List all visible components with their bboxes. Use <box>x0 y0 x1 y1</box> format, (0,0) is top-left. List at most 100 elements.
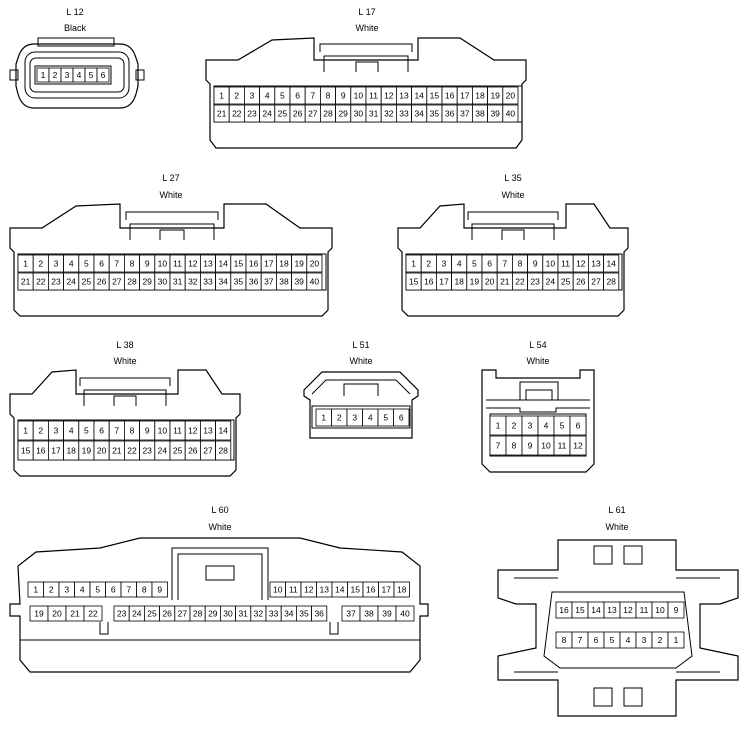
connector-latch <box>129 223 215 240</box>
pin-number: 26 <box>162 609 172 619</box>
pin-number: 27 <box>308 109 318 119</box>
pin-number: 11 <box>640 605 649 615</box>
pin-number: 1 <box>219 91 224 101</box>
pin-number: 35 <box>430 109 440 119</box>
pin-number: 28 <box>606 277 616 287</box>
pin-number: 18 <box>454 277 464 287</box>
pin-cell <box>215 440 232 461</box>
pin-number: 12 <box>576 259 586 269</box>
pin-cell <box>667 631 685 649</box>
pin-number: 20 <box>52 609 62 619</box>
pin-number: 37 <box>460 109 470 119</box>
pin-number: 29 <box>338 109 348 119</box>
pin-cell <box>311 605 328 622</box>
pin-number: 5 <box>383 413 388 423</box>
pin-number: 16 <box>366 585 376 595</box>
connector-lock <box>623 545 643 565</box>
pin-number: 16 <box>424 277 434 287</box>
pin-number: 15 <box>430 91 440 101</box>
pin-number: 6 <box>111 585 116 595</box>
pin-number: 13 <box>591 259 601 269</box>
pin-cell <box>569 435 587 456</box>
pin-number: 2 <box>49 585 54 595</box>
pin-number: 8 <box>130 426 135 436</box>
pin-number: 36 <box>445 109 455 119</box>
pin-number: 2 <box>337 413 342 423</box>
connector-tab <box>135 69 145 81</box>
pin-cell <box>603 272 620 291</box>
pin-number: 38 <box>279 277 289 287</box>
pin-number: 18 <box>475 91 485 101</box>
pin-number: 31 <box>173 277 183 287</box>
pin-cell <box>306 272 323 291</box>
pin-number: 35 <box>234 277 244 287</box>
pin-number: 23 <box>142 446 152 456</box>
pin-number: 12 <box>384 91 394 101</box>
pin-number: 1 <box>33 585 38 595</box>
connector-lock <box>319 43 413 52</box>
pin-number: 20 <box>310 259 320 269</box>
pin-cell <box>83 605 103 622</box>
pin-number: 24 <box>132 609 142 619</box>
pin-area <box>311 405 411 429</box>
pin-number: 4 <box>626 635 631 645</box>
pin-number: 17 <box>51 446 61 456</box>
pin-number: 25 <box>82 277 92 287</box>
pin-number: 7 <box>114 259 119 269</box>
pin-number: 5 <box>280 91 285 101</box>
pin-cell <box>502 104 519 123</box>
pin-number: 11 <box>173 259 182 269</box>
connector-lock <box>593 687 613 707</box>
pin-number: 2 <box>512 421 517 431</box>
pin-number: 1 <box>321 413 326 423</box>
pin-number: 17 <box>382 585 392 595</box>
pin-number: 25 <box>173 446 183 456</box>
connector-color: White <box>355 23 378 33</box>
pin-number: 11 <box>289 585 298 595</box>
connector-color: White <box>208 522 231 532</box>
pin-number: 6 <box>101 70 106 80</box>
connector-code: L 54 <box>529 340 546 350</box>
pin-number: 28 <box>127 277 137 287</box>
pin-number: 17 <box>439 277 449 287</box>
connector-code: L 27 <box>162 173 179 183</box>
connector-inner-frame <box>29 57 125 93</box>
pin-number: 9 <box>533 259 538 269</box>
pin-number: 28 <box>193 609 203 619</box>
pin-number: 1 <box>23 426 28 436</box>
pin-cell <box>393 581 410 598</box>
pin-number: 9 <box>528 441 533 451</box>
pin-number: 12 <box>188 259 198 269</box>
pin-number: 32 <box>188 277 198 287</box>
connector-lock <box>593 545 613 565</box>
pin-number: 8 <box>562 635 567 645</box>
pin-number: 32 <box>384 109 394 119</box>
pin-number: 5 <box>84 426 89 436</box>
pin-number: 3 <box>54 426 59 436</box>
pin-number: 6 <box>487 259 492 269</box>
pin-number: 6 <box>576 421 581 431</box>
pin-number: 26 <box>293 109 303 119</box>
pin-number: 12 <box>304 585 314 595</box>
pin-number: 4 <box>544 421 549 431</box>
pin-number: 10 <box>273 585 283 595</box>
pin-number: 20 <box>485 277 495 287</box>
pin-number: 1 <box>674 635 679 645</box>
pin-number: 8 <box>142 585 147 595</box>
pin-number: 5 <box>472 259 477 269</box>
pin-number: 3 <box>528 421 533 431</box>
pin-number: 21 <box>217 109 227 119</box>
pin-number: 11 <box>369 91 378 101</box>
connector-latch <box>83 389 167 406</box>
connector-lock <box>79 377 171 386</box>
pin-number: 21 <box>500 277 510 287</box>
connector-color: White <box>159 190 182 200</box>
pin-number: 2 <box>658 635 663 645</box>
pin-cell <box>667 601 685 619</box>
connector-body <box>497 539 739 717</box>
pin-number: 1 <box>23 259 28 269</box>
